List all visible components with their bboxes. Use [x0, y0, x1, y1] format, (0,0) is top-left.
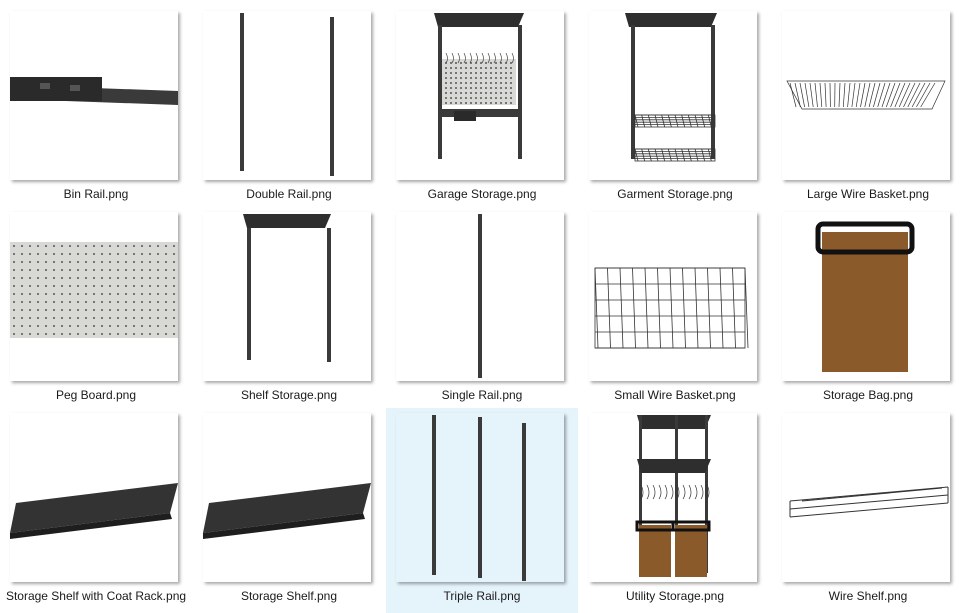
file-item-wire-shelf[interactable]: Wire Shelf.png — [772, 408, 961, 613]
single-rail-thumbnail-icon — [396, 212, 564, 381]
file-name-label: Shelf Storage.png — [193, 388, 385, 402]
file-item-triple-rail[interactable]: Triple Rail.png — [386, 408, 578, 613]
bin-rail-thumbnail-icon — [10, 11, 178, 180]
file-name-label: Garment Storage.png — [579, 187, 771, 201]
storage-shelf-thumbnail-icon — [203, 413, 371, 582]
shelf-storage-thumbnail-icon — [203, 212, 371, 381]
file-item-storage-shelf-coat-rack[interactable]: Storage Shelf with Coat Rack.png — [0, 408, 192, 613]
double-rail-thumbnail-icon — [203, 11, 371, 180]
large-wire-basket-thumbnail-icon — [782, 11, 950, 180]
file-name-label: Storage Shelf.png — [193, 589, 385, 603]
file-name-label: Triple Rail.png — [386, 589, 578, 603]
garment-storage-thumbnail-icon — [589, 11, 757, 180]
file-item-bin-rail[interactable]: Bin Rail.png — [0, 6, 192, 211]
file-item-garment-storage[interactable]: Garment Storage.png — [579, 6, 771, 211]
file-item-small-wire-basket[interactable]: Small Wire Basket.png — [579, 207, 771, 412]
file-name-label: Small Wire Basket.png — [579, 388, 771, 402]
file-name-label: Storage Bag.png — [772, 388, 961, 402]
storage-shelf-coat-rack-thumbnail-icon — [10, 413, 178, 582]
small-wire-basket-thumbnail-icon — [589, 212, 757, 381]
file-name-label: Single Rail.png — [386, 388, 578, 402]
garage-storage-thumbnail-icon — [396, 11, 564, 180]
storage-bag-thumbnail-icon — [782, 212, 950, 381]
file-name-label: Large Wire Basket.png — [772, 187, 961, 201]
file-item-large-wire-basket[interactable]: Large Wire Basket.png — [772, 6, 961, 211]
file-item-storage-shelf[interactable]: Storage Shelf.png — [193, 408, 385, 613]
triple-rail-thumbnail-icon — [396, 413, 564, 582]
file-name-label: Utility Storage.png — [579, 589, 771, 603]
file-name-label: Storage Shelf with Coat Rack.png — [0, 589, 192, 603]
file-name-label: Peg Board.png — [0, 388, 192, 402]
file-item-storage-bag[interactable]: Storage Bag.png — [772, 207, 961, 412]
file-item-double-rail[interactable]: Double Rail.png — [193, 6, 385, 211]
file-name-label: Double Rail.png — [193, 187, 385, 201]
file-item-garage-storage[interactable]: Garage Storage.png — [386, 6, 578, 211]
utility-storage-thumbnail-icon — [589, 413, 757, 582]
file-item-shelf-storage[interactable]: Shelf Storage.png — [193, 207, 385, 412]
file-item-utility-storage[interactable]: Utility Storage.png — [579, 408, 771, 613]
peg-board-thumbnail-icon — [10, 212, 178, 381]
file-name-label: Bin Rail.png — [0, 187, 192, 201]
file-item-peg-board[interactable]: Peg Board.png — [0, 207, 192, 412]
file-name-label: Wire Shelf.png — [772, 589, 961, 603]
file-name-label: Garage Storage.png — [386, 187, 578, 201]
wire-shelf-thumbnail-icon — [782, 413, 950, 582]
file-item-single-rail[interactable]: Single Rail.png — [386, 207, 578, 412]
